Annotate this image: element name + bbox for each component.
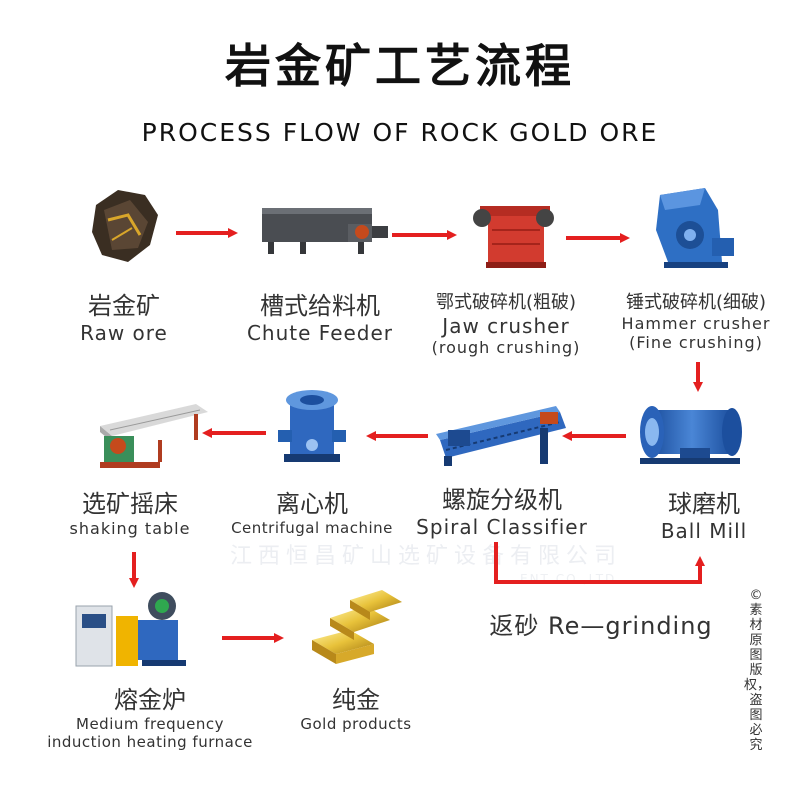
ball-mill-image xyxy=(640,406,742,464)
step-label-cn: 熔金炉 xyxy=(114,686,186,714)
centrifugal-machine-image xyxy=(278,390,346,462)
step-label-cn: 鄂式破碎机(粗破) xyxy=(435,292,577,313)
step-label-en: shaking table xyxy=(69,519,191,538)
step-label-cn: 岩金矿 xyxy=(88,292,160,320)
jaw-crusher-image xyxy=(473,206,554,268)
step-label-cn: 离心机 xyxy=(276,490,348,518)
step-jaw-crusher: 鄂式破碎机(粗破) Jaw crusher (rough crushing) xyxy=(416,288,596,357)
step-ball-mill: 球磨机 Ball Mill xyxy=(624,484,784,543)
step-furnace: 熔金炉 Medium frequency induction heating f… xyxy=(20,680,280,751)
page-subtitle: PROCESS FLOW OF ROCK GOLD ORE xyxy=(141,118,659,147)
step-gold-products: 纯金 Gold products xyxy=(276,680,436,733)
shaking-table-image xyxy=(100,404,208,468)
step-label-en: Centrifugal machine xyxy=(231,519,393,537)
step-hammer-crusher: 锤式破碎机(细破) Hammer crusher (Fine crushing) xyxy=(606,288,786,352)
step-label-cn: 纯金 xyxy=(332,686,380,714)
step-shaking-table: 选矿摇床 shaking table xyxy=(50,484,210,538)
page-title: 岩金矿工艺流程 xyxy=(225,39,575,93)
step-raw-ore: 岩金矿 Raw ore xyxy=(44,286,204,345)
hammer-crusher-image xyxy=(656,188,734,268)
step-label-cn: 锤式破碎机(细破) xyxy=(625,292,767,313)
step-label-en2: induction heating furnace xyxy=(47,733,253,751)
copyright-notice: ©素材原图版权，盗图必究 xyxy=(744,588,771,753)
regrinding-arrow xyxy=(494,542,705,584)
step-label-en: Ball Mill xyxy=(660,519,748,543)
regrinding-en: Re—grinding xyxy=(547,612,713,640)
step-label-cn: 螺旋分级机 xyxy=(442,486,562,514)
step-label-en: Jaw crusher xyxy=(442,314,570,338)
step-centrifugal-machine: 离心机 Centrifugal machine xyxy=(222,484,402,537)
step-label-en: Medium frequency xyxy=(76,715,224,733)
raw-ore-image xyxy=(92,190,158,262)
step-spiral-classifier: 螺旋分级机 Spiral Classifier xyxy=(412,480,592,539)
step-label-en: Hammer crusher xyxy=(621,314,771,333)
step-chute-feeder: 槽式给料机 Chute Feeder xyxy=(220,286,420,345)
gold-bars-image xyxy=(312,590,402,664)
spiral-classifier-image xyxy=(436,406,566,466)
furnace-image xyxy=(75,592,186,667)
step-label-en: Raw ore xyxy=(80,321,168,345)
watermark: 江西恒昌矿山选矿设备有限公司 xyxy=(230,544,623,569)
step-label-cn: 槽式给料机 xyxy=(260,292,380,320)
regrinding-cn: 返砂 xyxy=(489,612,540,640)
step-label-cn: 球磨机 xyxy=(668,490,740,518)
step-label-en2: (Fine crushing) xyxy=(629,333,763,352)
step-label-en: Spiral Classifier xyxy=(416,515,588,539)
regrinding-label: 返砂 Re—grinding xyxy=(476,606,726,641)
step-label-en: Gold products xyxy=(300,715,412,733)
step-label-en: Chute Feeder xyxy=(246,321,394,345)
step-label-en2: (rough crushing) xyxy=(431,338,581,357)
step-label-cn: 选矿摇床 xyxy=(82,490,178,518)
chute-feeder-image xyxy=(262,208,388,254)
